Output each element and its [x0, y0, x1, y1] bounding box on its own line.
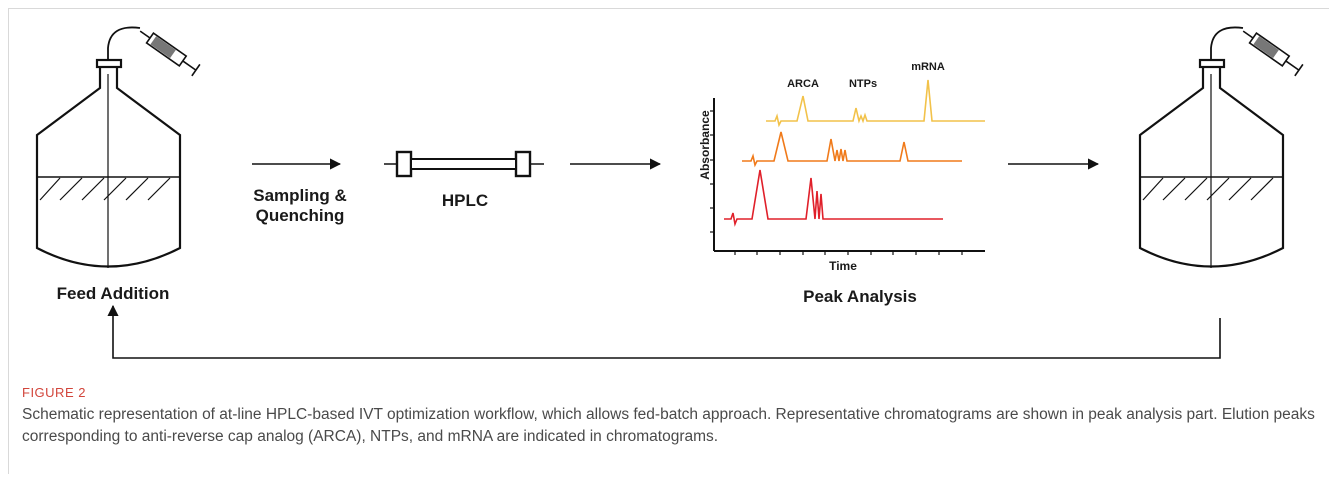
x-axis-label: Time: [829, 259, 857, 273]
left-syringe-icon: [139, 30, 201, 77]
right-syringe-icon: [1242, 30, 1304, 77]
left-rule: [8, 8, 9, 474]
feedback-loop-arrow: [107, 304, 1221, 359]
sampling-label: Sampling &: [253, 186, 347, 205]
feed-addition-label: Feed Addition: [56, 284, 170, 303]
hplc-label: HPLC: [441, 191, 489, 210]
trace-mid: [742, 131, 962, 168]
top-rule: [8, 8, 1329, 9]
workflow-diagram: [35, 26, 1304, 359]
peak-label-ntps: NTPs: [848, 78, 878, 90]
chromatogram: [710, 79, 985, 255]
trace-bottom: [724, 169, 943, 227]
figure-caption: FIGURE 2 Schematic representation of at-…: [22, 385, 1322, 448]
caption-text: Schematic representation of at-line HPLC…: [22, 406, 1315, 445]
peak-label-arca: ARCA: [787, 78, 819, 90]
peak-label-mrna: mRNA: [911, 61, 945, 73]
left-flask: [35, 26, 182, 268]
quenching-label: Quenching: [255, 206, 345, 225]
y-axis-label: Absorbance: [698, 110, 712, 180]
peak-analysis-label: Peak Analysis: [803, 287, 917, 306]
right-flask: [1138, 26, 1285, 268]
hplc-column-icon: [384, 150, 544, 178]
trace-top: [766, 79, 985, 128]
figure-number: FIGURE 2: [22, 385, 86, 400]
